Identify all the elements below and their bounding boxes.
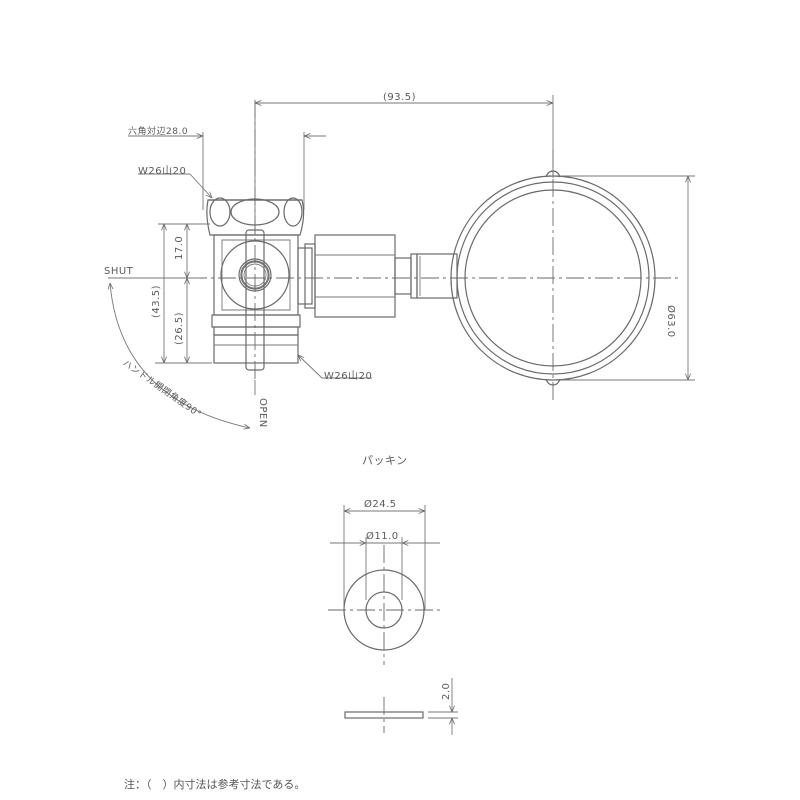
gasket-title: パッキン	[362, 454, 408, 467]
hex-across-flats-label: 六角対辺28.0	[128, 127, 189, 137]
dim-lower-label: (26.5)	[174, 311, 185, 345]
thread-bottom-leader	[298, 355, 372, 379]
reference-dimension-note: 注：（ ）内寸法は参考寸法である。	[124, 778, 306, 791]
gasket-side-view	[344, 678, 458, 735]
overall-length-label: (93.5)	[383, 92, 417, 103]
thread-bottom-label: W26山20	[324, 371, 373, 382]
handle-rotation-arc	[110, 283, 250, 428]
thread-top-leader	[138, 173, 212, 198]
side-connector	[297, 234, 458, 318]
gauge-diameter-dimension	[560, 175, 695, 381]
gasket-front-view	[328, 505, 440, 665]
dim-upper-label: 17.0	[174, 235, 185, 260]
shut-label: SHUT	[104, 266, 134, 277]
gauge-diameter-label: Ø63.0	[665, 305, 676, 338]
gasket-thickness-label: 2.0	[441, 682, 452, 700]
dim-total-label: (43.5)	[151, 284, 162, 318]
thread-top-label: W26山20	[138, 166, 187, 177]
gasket-outer-diameter-label: Ø24.5	[364, 499, 397, 510]
hex-dimension	[128, 132, 326, 210]
open-label: OPEN	[257, 398, 268, 428]
overall-length-dimension	[254, 95, 554, 235]
gasket-inner-diameter-label: Ø11.0	[366, 531, 399, 542]
